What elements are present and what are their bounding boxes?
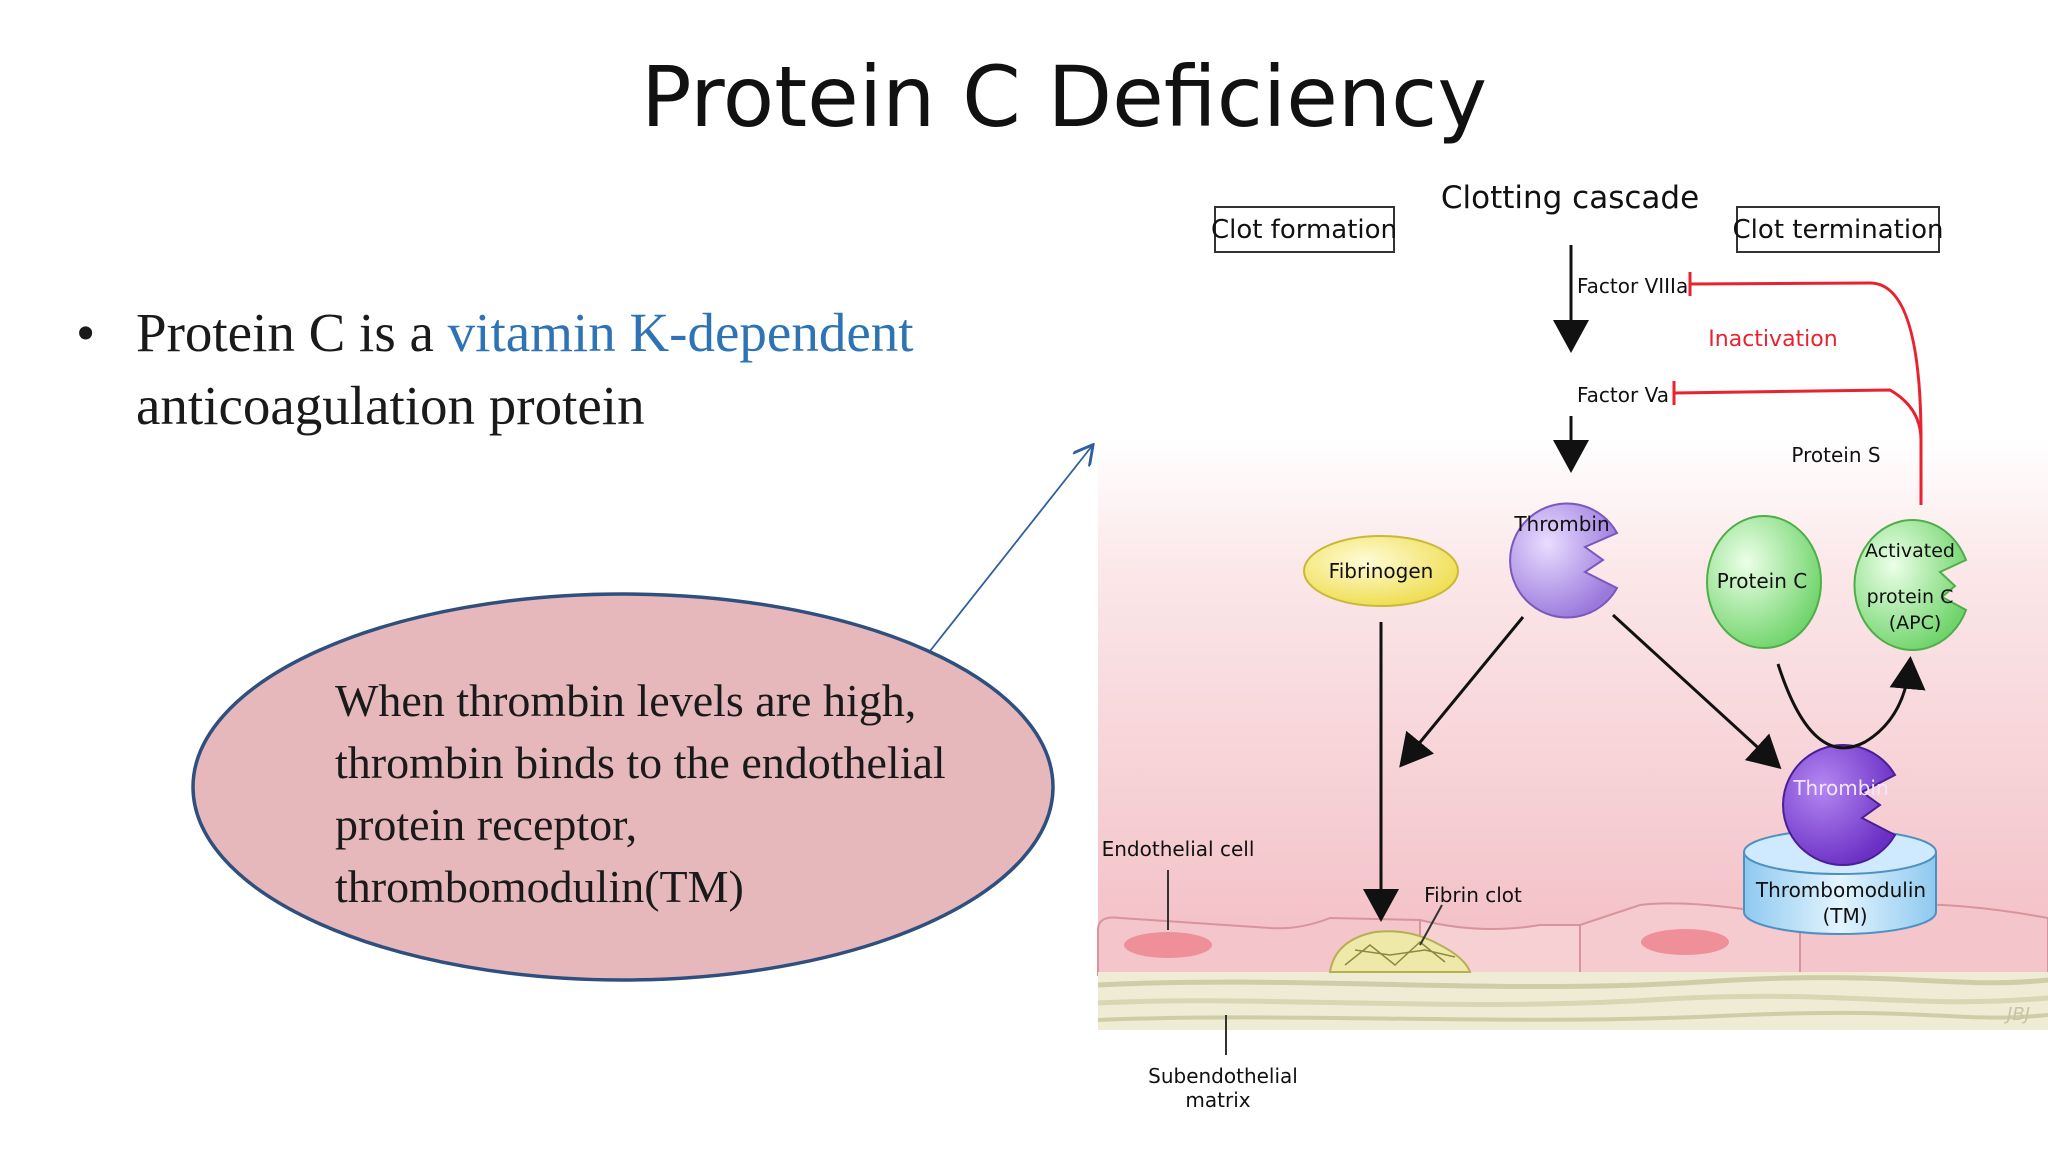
thrombin-to-tm-arrow — [1611, 613, 1782, 770]
thrombin-bound-label: Thrombin — [1792, 776, 1888, 800]
cell-nucleus — [1641, 929, 1729, 955]
protein-s-label: Protein S — [1791, 443, 1880, 467]
inactivation-pathway — [1672, 272, 1923, 505]
endothelial-cell-label: Endothelial cell — [1102, 837, 1255, 861]
apc-label-line2: protein C — [1867, 586, 1954, 608]
clot-formation-label: Clot formation — [1211, 215, 1397, 245]
callout-pointer — [929, 446, 1092, 652]
fibrinogen-molecule — [1303, 535, 1459, 607]
bullet-highlight: vitamin K-dependent — [447, 302, 914, 363]
clot-termination-box — [1736, 206, 1940, 253]
activation-arrow — [1776, 656, 1926, 750]
factor-va-label: Factor Va — [1577, 383, 1669, 407]
thrombomodulin-label-line2: (TM) — [1822, 904, 1867, 928]
thrombin-molecule — [1509, 502, 1619, 619]
thrombomodulin-label-line1: Thrombomodulin — [1755, 878, 1926, 902]
thrombin-to-fibrin-arrow — [1399, 616, 1525, 768]
fibrin-clot-label: Fibrin clot — [1424, 883, 1522, 907]
factor-viiia-label: Factor VIIIa — [1577, 274, 1688, 298]
fibrinogen-label: Fibrinogen — [1329, 559, 1434, 583]
subendothelial-matrix — [1097, 972, 2048, 1030]
inactivation-label: Inactivation — [1708, 327, 1837, 352]
protein-c-molecule — [1706, 515, 1822, 649]
bullet-suffix: anticoagulation protein — [136, 375, 645, 436]
bullet-prefix: Protein C is a — [136, 302, 448, 363]
activated-protein-c-molecule — [1853, 519, 1968, 651]
bullet-dot: • — [76, 302, 96, 363]
thrombin-label: Thrombin — [1513, 512, 1609, 536]
clot-termination-label: Clot termination — [1733, 215, 1944, 245]
callout-text: When thrombin levels are high, thrombin … — [335, 675, 946, 912]
protein-c-label: Protein C — [1717, 569, 1807, 593]
clot-formation-box — [1214, 206, 1395, 253]
apc-label-line3: (APC) — [1889, 612, 1942, 634]
apc-label-line1: Activated — [1865, 540, 1955, 562]
subendothelial-label-line2: matrix — [1185, 1088, 1250, 1112]
subendothelial-label-line1: Subendothelial — [1148, 1064, 1298, 1088]
slide-title: Protein C Deficiency — [640, 48, 1488, 146]
clotting-cascade-title: Clotting cascade — [1441, 180, 1699, 216]
fibrin-clot-mesh — [1328, 930, 1472, 973]
thrombin-bound-molecule — [1782, 744, 1897, 866]
callout-bubble — [191, 592, 1055, 982]
fibrin-leader — [1419, 904, 1443, 946]
bullet-text: Protein C is a vitamin K-dependent antic… — [136, 296, 1096, 442]
cell-nucleus — [1124, 932, 1212, 958]
artist-signature: JBJ — [2004, 1004, 2030, 1025]
